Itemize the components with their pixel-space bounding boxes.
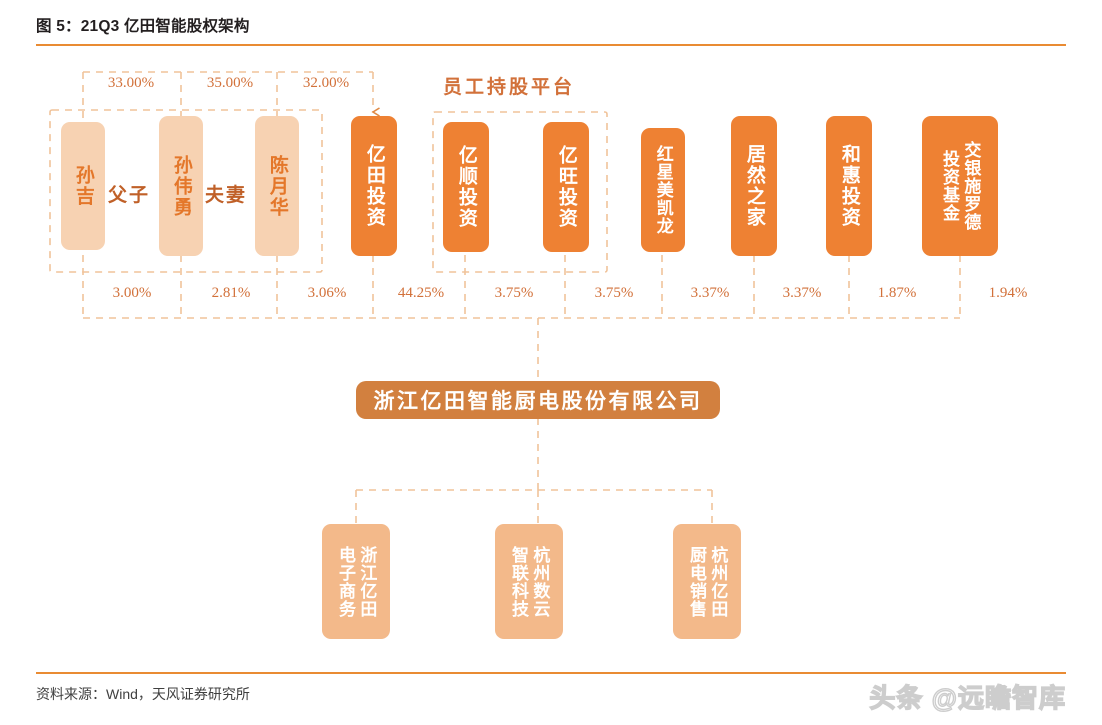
subsidiary-label-col1: 浙江亿田 <box>357 545 377 618</box>
shareholder-label-col1: 交银施罗德 <box>961 141 981 231</box>
shareholder-label: 亿田投资 <box>363 144 385 228</box>
shareholder-node-yiwang-investment[interactable]: 亿旺投资 <box>543 122 589 252</box>
shareholder-node-bocom-schroder-fund[interactable]: 交银施罗德 投资基金 <box>922 116 998 256</box>
upstream-pct-0: 33.00% <box>107 75 155 91</box>
shareholder-label: 孙伟勇 <box>170 154 192 218</box>
relation-label-father-son: 父子 <box>108 185 151 206</box>
shareholder-label: 陈月华 <box>266 154 288 218</box>
subsidiary-label-col1: 杭州亿田 <box>708 545 728 618</box>
shareholder-label: 红星美凯龙 <box>653 145 673 235</box>
watermark-label: 头条 @远瞻智库 <box>869 682 1066 713</box>
subsidiary-node-hangzhou-shuyun-zhilian-tech[interactable]: 杭州数云 智联科技 <box>495 524 563 639</box>
shareholder-label: 居然之家 <box>743 144 765 228</box>
ownership-pct-yiwang-investment: 3.75% <box>594 285 634 301</box>
subsidiary-label-col2: 厨电销售 <box>687 545 706 618</box>
ownership-pct-hehui-investment: 1.87% <box>877 285 917 301</box>
ownership-pct-sun-weiyong: 2.81% <box>211 285 251 301</box>
ownership-pct-chen-yuehua: 3.06% <box>307 285 347 301</box>
header-divider <box>36 44 1066 46</box>
ownership-pct-bocom-schroder-fund: 1.94% <box>988 285 1028 301</box>
shareholder-node-hehui-investment[interactable]: 和惠投资 <box>826 116 872 256</box>
shareholder-node-red-star-macalline[interactable]: 红星美凯龙 <box>641 128 685 252</box>
ownership-pct-yitian-investment: 44.25% <box>397 285 445 301</box>
shareholder-node-sun-weiyong[interactable]: 孙伟勇 <box>159 116 203 256</box>
employee-platform-label: 员工持股平台 <box>443 77 576 98</box>
footer-divider <box>36 672 1066 674</box>
relation-label-spouse: 夫妻 <box>205 185 248 206</box>
shareholder-node-sun-ji[interactable]: 孙吉 <box>61 122 105 250</box>
shareholder-label: 亿旺投资 <box>555 145 577 229</box>
shareholder-label: 亿顺投资 <box>455 145 477 229</box>
shareholder-label-col2: 投资基金 <box>940 150 959 222</box>
figure-header: 图 5：21Q3 亿田智能股权架构 <box>36 14 1066 48</box>
ownership-pct-red-star-macalline: 3.37% <box>690 285 730 301</box>
subsidiary-label-col2: 电子商务 <box>336 545 355 618</box>
subsidiary-label-col1: 杭州数云 <box>530 545 550 618</box>
subsidiary-node-hangzhou-yitian-kitchen-sales[interactable]: 杭州亿田 厨电销售 <box>673 524 741 639</box>
shareholder-node-chen-yuehua[interactable]: 陈月华 <box>255 116 299 256</box>
upstream-pct-1: 35.00% <box>206 75 254 91</box>
ownership-pct-yishun-investment: 3.75% <box>494 285 534 301</box>
ownership-pct-sun-ji: 3.00% <box>112 285 152 301</box>
central-company-node[interactable]: 浙江亿田智能厨电股份有限公司 <box>356 381 720 419</box>
page-title: 图 5：21Q3 亿田智能股权架构 <box>36 18 250 35</box>
source-note: 资料来源：Wind，天风证券研究所 <box>36 686 250 702</box>
subsidiary-label-col2: 智联科技 <box>509 545 528 618</box>
ownership-pct-easyhome: 3.37% <box>782 285 822 301</box>
subsidiary-node-zhejiang-yitian-ecommerce[interactable]: 浙江亿田 电子商务 <box>322 524 390 639</box>
shareholder-label: 和惠投资 <box>838 144 860 228</box>
shareholder-node-easyhome[interactable]: 居然之家 <box>731 116 777 256</box>
upstream-pct-2: 32.00% <box>302 75 350 91</box>
shareholder-label: 孙吉 <box>72 165 94 207</box>
shareholder-node-yitian-investment[interactable]: 亿田投资 <box>351 116 397 256</box>
shareholder-node-yishun-investment[interactable]: 亿顺投资 <box>443 122 489 252</box>
central-company-label: 浙江亿田智能厨电股份有限公司 <box>373 389 703 413</box>
